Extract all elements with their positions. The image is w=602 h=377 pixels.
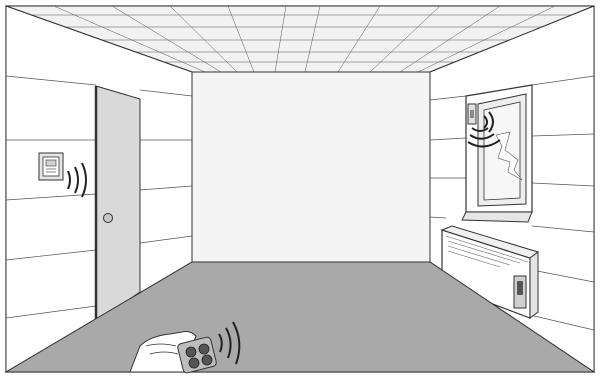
back-wall bbox=[192, 72, 430, 262]
valve-actuator-icon bbox=[514, 276, 526, 308]
door-icon bbox=[96, 86, 140, 322]
thermostat-icon bbox=[39, 153, 63, 180]
door-knob-icon bbox=[104, 214, 113, 223]
window-sensor-icon bbox=[468, 104, 476, 124]
